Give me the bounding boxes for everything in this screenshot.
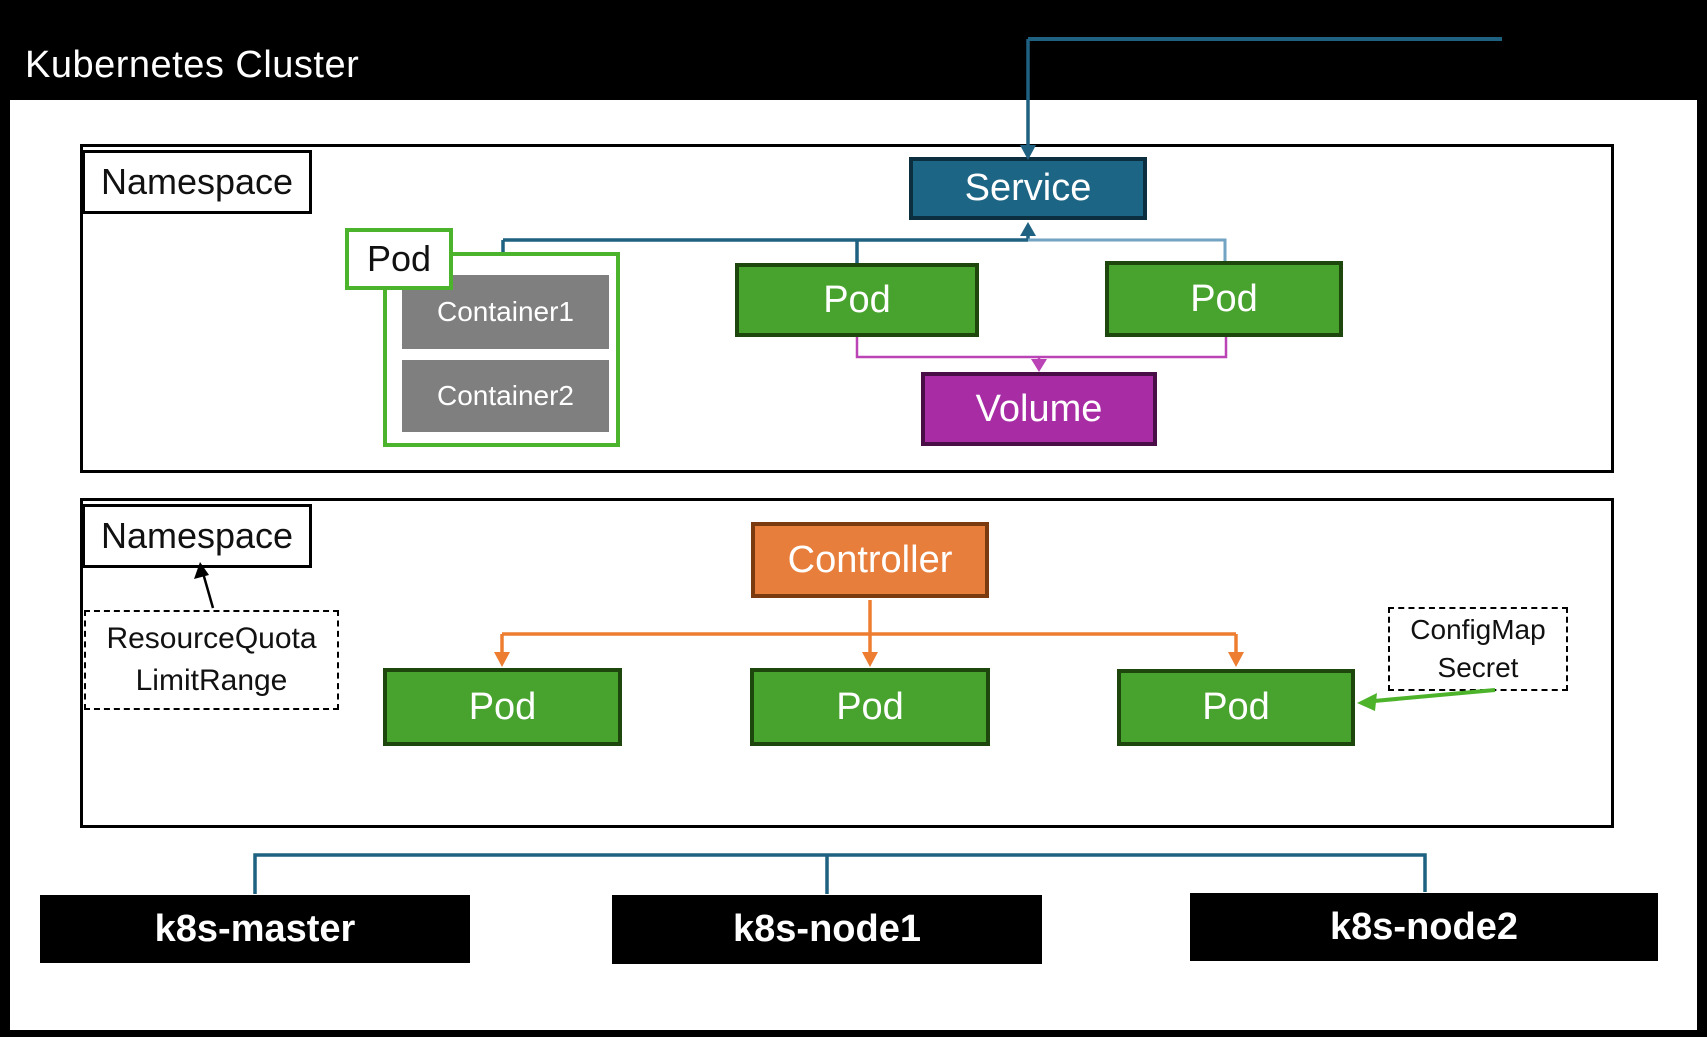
- namespace-2-pod-3: Pod: [1117, 669, 1355, 746]
- configmap-secret-note: ConfigMap Secret: [1388, 607, 1568, 691]
- namespace-2-label: Namespace: [82, 504, 312, 568]
- resourcequota-text: ResourceQuota: [106, 622, 317, 655]
- secret-text: Secret: [1437, 652, 1519, 683]
- node-k8s-master: k8s-master: [40, 895, 470, 963]
- namespace-1-label: Namespace: [82, 150, 312, 214]
- container2-box: Container2: [402, 360, 609, 432]
- node-k8s-node2: k8s-node2: [1190, 893, 1658, 961]
- volume-box: Volume: [921, 372, 1157, 446]
- resourcequota-limitrange-note: ResourceQuota LimitRange: [84, 610, 339, 710]
- controller-box: Controller: [751, 522, 989, 598]
- namespace-2-pod-2: Pod: [750, 668, 990, 746]
- pod-group-box: Container1 Container2: [383, 252, 620, 447]
- service-box: Service: [909, 157, 1147, 220]
- limitrange-text: LimitRange: [135, 664, 288, 697]
- namespace-1-pod-1: Pod: [735, 263, 979, 337]
- pod-group-label: Pod: [345, 228, 453, 290]
- node-k8s-node1: k8s-node1: [612, 895, 1042, 964]
- namespace-1-pod-2: Pod: [1105, 261, 1343, 337]
- namespace-2-pod-1: Pod: [383, 668, 622, 746]
- diagram-title: Kubernetes Cluster: [25, 44, 360, 86]
- configmap-text: ConfigMap: [1410, 614, 1546, 645]
